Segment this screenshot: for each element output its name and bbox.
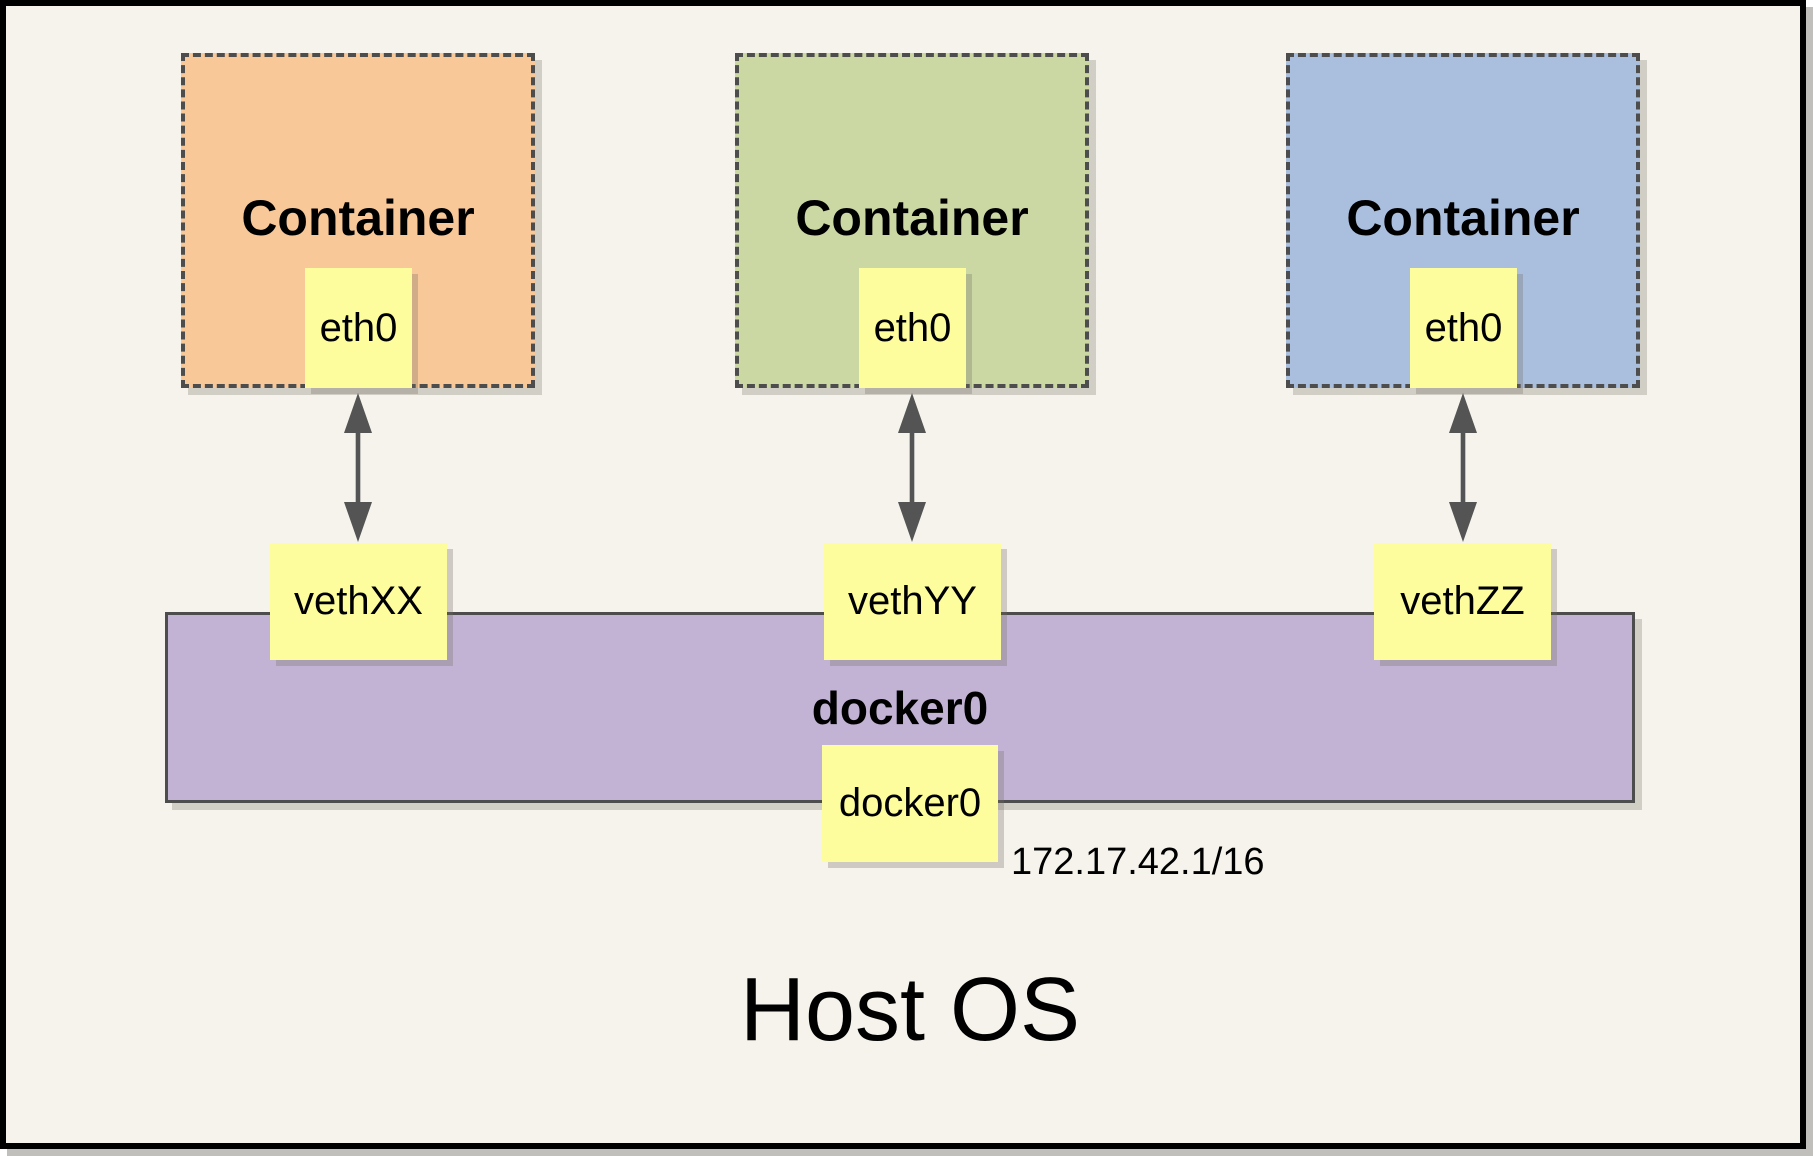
container-3-eth0-interface-box: eth0 [1410, 268, 1517, 388]
container-box-3: Container eth0 [1286, 53, 1640, 388]
double-arrow-icon [898, 393, 926, 542]
container-1-eth0-label: eth0 [319, 305, 398, 350]
docker0-interface-label: docker0 [838, 781, 982, 825]
host-os-label: Host OS [739, 960, 1081, 1060]
vethXX-interface-box: vethXX [270, 543, 447, 660]
container-box-2: Container eth0 [735, 53, 1089, 388]
container-1-eth0-interface-box: eth0 [305, 268, 412, 388]
container-2-label: Container [795, 190, 1029, 246]
vethYY-interface-box: vethYY [824, 543, 1001, 660]
bridge-ip-label: 172.17.42.1/16 [1011, 841, 1265, 883]
vethZZ-label: vethZZ [1400, 579, 1525, 623]
vethXX-label: vethXX [294, 579, 423, 623]
container-2-eth0-label: eth0 [873, 305, 952, 350]
container-2-eth0-interface-box: eth0 [859, 268, 966, 388]
container-1-label: Container [241, 190, 475, 246]
vethYY-label: vethYY [848, 579, 977, 623]
container-box-1: Container eth0 [181, 53, 535, 388]
container-3-label: Container [1346, 190, 1580, 246]
container-3-eth0-label: eth0 [1424, 305, 1503, 350]
docker0-bridge-label: docker0 [811, 682, 989, 734]
docker0-interface-box: docker0 [822, 745, 998, 862]
double-arrow-icon [1449, 393, 1477, 542]
vethZZ-interface-box: vethZZ [1374, 543, 1551, 660]
double-arrow-icon [344, 393, 372, 542]
